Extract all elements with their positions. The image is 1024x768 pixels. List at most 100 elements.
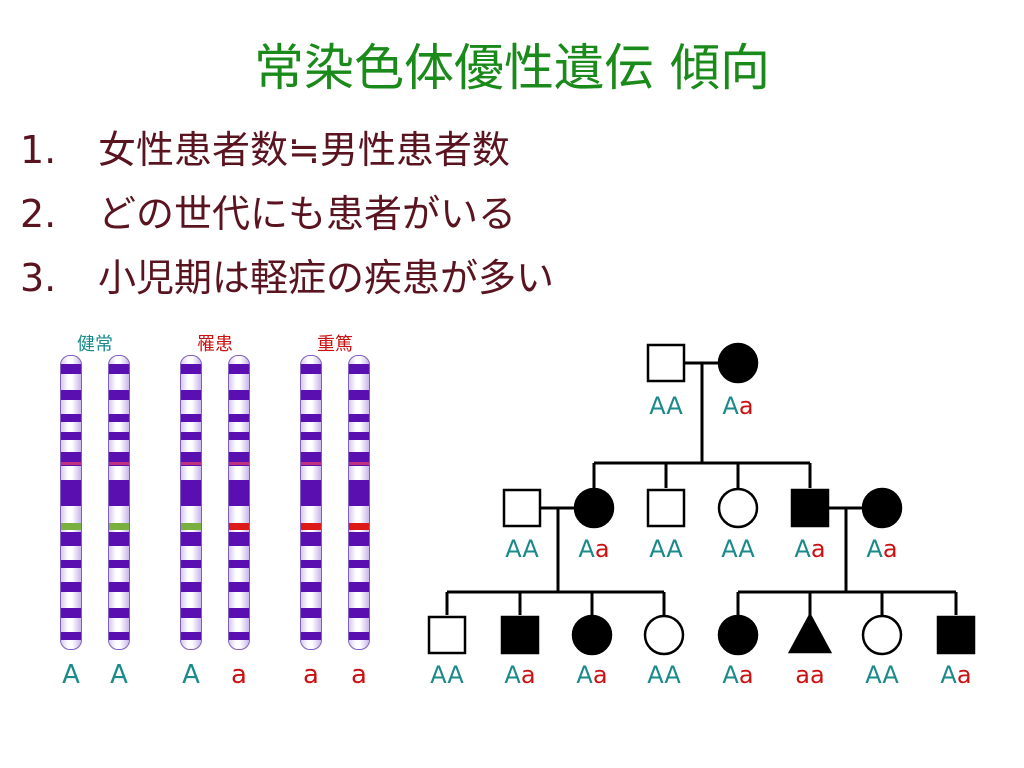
allele-char: A — [666, 535, 683, 563]
allele-char: A — [649, 535, 667, 563]
chromosome-band — [109, 390, 129, 400]
genotype-label: Aa — [708, 661, 768, 689]
chromosome-band — [109, 582, 129, 592]
genotype-label: Aa — [490, 661, 550, 689]
allele-char: A — [721, 535, 739, 563]
chromosome-band — [61, 390, 81, 400]
allele-char: a — [810, 661, 825, 689]
list-item: 1. 女性患者数≒男性患者数 — [20, 118, 554, 182]
list-number: 3. — [20, 256, 57, 300]
genotype-label: AA — [636, 392, 696, 420]
chromosome-band — [349, 390, 369, 400]
chromosome-band — [349, 632, 369, 640]
allele-char: A — [666, 392, 683, 420]
chromosome-band — [229, 632, 249, 640]
list-text: 女性患者数≒男性患者数 — [98, 128, 510, 172]
allele-char: A — [447, 661, 464, 689]
chromosome-band — [181, 560, 201, 568]
chromosome-band — [301, 480, 321, 506]
list-number: 2. — [20, 192, 57, 236]
allele-char: A — [794, 535, 811, 563]
genotype-label: Aa — [562, 661, 622, 689]
genotype-label: AA — [636, 535, 696, 563]
chromosome-group-label: 重篤 — [317, 334, 353, 355]
chromosome — [60, 355, 82, 650]
allele-char: A — [430, 661, 448, 689]
allele-char: a — [738, 661, 754, 689]
chromosome-band — [109, 480, 129, 506]
allele-char: A — [722, 661, 739, 689]
chromosome-band — [349, 560, 369, 568]
chromosome-band — [349, 364, 369, 374]
chromosome-band — [229, 414, 249, 422]
genotype-label: AA — [852, 661, 912, 689]
allele-char: a — [520, 661, 536, 689]
allele-char: A — [649, 392, 667, 420]
chromosome — [228, 355, 250, 650]
chromosome-band — [61, 414, 81, 422]
allele-char: a — [882, 535, 898, 563]
affected-female-symbol — [573, 487, 615, 529]
gene-locus-marker — [109, 523, 129, 530]
genotype-label: AA — [634, 661, 694, 689]
affected-female-symbol — [571, 614, 613, 656]
chromosome — [108, 355, 130, 650]
genotype-label: Aa — [926, 661, 986, 689]
chromosome-band — [301, 560, 321, 568]
allele-char: A — [505, 535, 523, 563]
allele-label: a — [231, 660, 247, 690]
chromosome-band — [181, 582, 201, 592]
allele-char: A — [578, 535, 595, 563]
chromosome-band — [229, 390, 249, 400]
centromere — [109, 462, 129, 465]
affected-male-symbol — [500, 615, 540, 655]
chromosome-band — [181, 364, 201, 374]
chromosome — [348, 355, 370, 650]
genotype-label: AA — [708, 535, 768, 563]
genotype-label: Aa — [708, 392, 768, 420]
unaffected-female-symbol — [861, 614, 903, 656]
centromere — [181, 462, 201, 465]
chromosome-band — [301, 632, 321, 640]
chromosome-band — [229, 364, 249, 374]
unaffected-male-symbol — [502, 488, 542, 528]
chromosome-band — [181, 632, 201, 640]
affected-female-symbol — [717, 614, 759, 656]
pedigree-symbols — [427, 342, 976, 656]
chromosome-band — [181, 532, 201, 546]
chromosome-band — [301, 582, 321, 592]
genotype-label: aa — [780, 661, 840, 689]
trait-list: 1.女性患者数≒男性患者数 2.どの世代にも患者がいる 3.小児期は軽症の疾患が… — [20, 118, 554, 310]
allele-label: A — [110, 660, 128, 690]
allele-label: A — [182, 660, 200, 690]
chromosome-band — [229, 432, 249, 440]
chromosome-band — [181, 390, 201, 400]
genotype-label: Aa — [852, 535, 912, 563]
chromosome-band — [301, 414, 321, 422]
slide-title: 常染色体優性遺伝 傾向 — [254, 39, 770, 97]
centromere — [61, 462, 81, 465]
chromosome-band — [229, 532, 249, 546]
chromosome-band — [349, 608, 369, 618]
chromosome-band — [109, 532, 129, 546]
allele-char: a — [956, 661, 972, 689]
chromosome-band — [61, 532, 81, 546]
allele-char: A — [940, 661, 957, 689]
list-number: 1. — [20, 128, 57, 172]
chromosome-band — [61, 432, 81, 440]
chromosome-band — [181, 432, 201, 440]
allele-char: A — [504, 661, 521, 689]
gene-locus-marker — [181, 523, 201, 530]
chromosome — [180, 355, 202, 650]
chromosome-band — [229, 608, 249, 618]
chromosome-group-label: 罹患 — [197, 334, 233, 355]
unaffected-female-symbol — [717, 487, 759, 529]
genotype-label: AA — [417, 661, 477, 689]
chromosome-band — [301, 364, 321, 374]
centromere — [301, 462, 321, 465]
allele-char: A — [866, 535, 883, 563]
affected-male-symbol — [790, 488, 830, 528]
chromosome-band — [301, 390, 321, 400]
chromosome-band — [109, 632, 129, 640]
